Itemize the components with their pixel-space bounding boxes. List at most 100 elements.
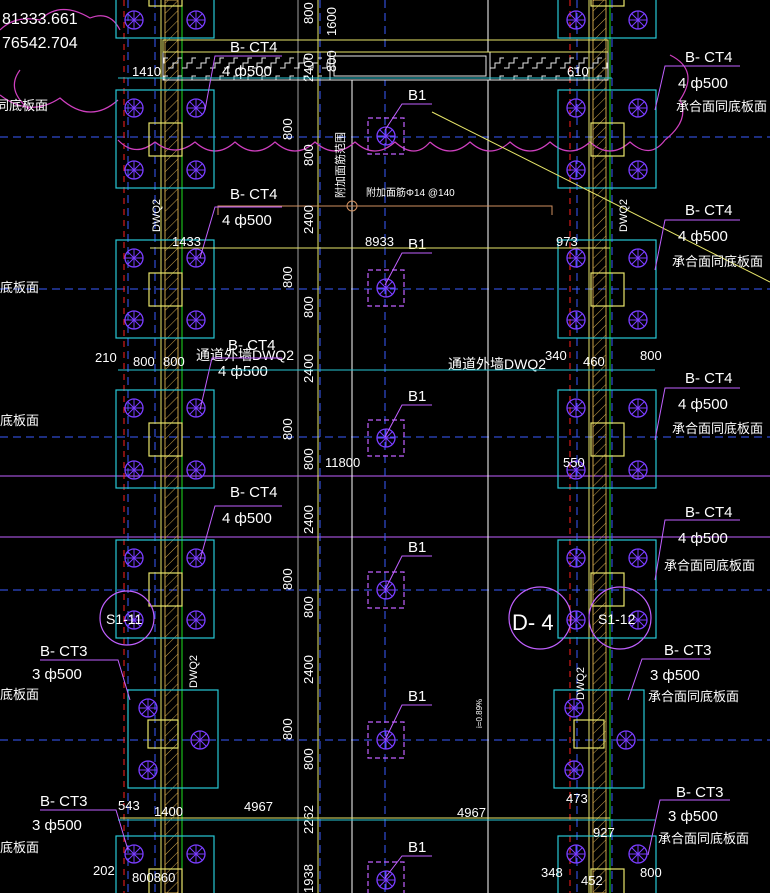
b1-marker	[367, 269, 405, 307]
pile-icon	[628, 248, 648, 268]
pile-icon	[566, 248, 586, 268]
coord-text: 76542.704	[2, 35, 78, 52]
b1-label: B1	[408, 688, 426, 705]
pile-icon	[566, 460, 586, 480]
pile-icon	[186, 160, 206, 180]
svg-text:800: 800	[301, 296, 316, 318]
svg-text:800: 800	[280, 568, 295, 590]
rebar-extent	[217, 200, 553, 215]
pile-cap	[115, 239, 215, 339]
pile-cap	[115, 835, 215, 893]
svg-text:340: 340	[545, 348, 567, 363]
dim-lines	[118, 77, 655, 821]
pile-cap	[115, 89, 215, 189]
svg-text:550: 550	[563, 455, 585, 470]
tag-text: S1-12	[598, 611, 636, 627]
svg-text:4967: 4967	[457, 805, 486, 820]
svg-text:800860: 800860	[132, 870, 175, 885]
svg-text:2400: 2400	[301, 354, 316, 383]
pile-icon	[564, 698, 584, 718]
svg-text:348: 348	[541, 865, 563, 880]
pile-icon	[124, 98, 144, 118]
svg-text:927: 927	[593, 825, 615, 840]
coord-text: 81333.661	[2, 11, 78, 28]
svg-text:800: 800	[640, 865, 662, 880]
pile-icon	[376, 580, 396, 600]
pile-cap	[557, 0, 657, 39]
pile-icon	[124, 248, 144, 268]
pile-spec: 3 ф500	[32, 666, 82, 683]
svg-text:2400: 2400	[301, 655, 316, 684]
pile-icon	[566, 160, 586, 180]
svg-text:800: 800	[133, 354, 155, 369]
pile-icon	[616, 730, 636, 750]
svg-text:800: 800	[280, 718, 295, 740]
leaders	[40, 55, 740, 879]
svg-text:973: 973	[556, 234, 578, 249]
pile-icon	[124, 460, 144, 480]
pile-icon	[564, 760, 584, 780]
pile-icon	[628, 160, 648, 180]
cap-label: B- CT3	[676, 784, 724, 801]
pile-icon	[186, 98, 206, 118]
svg-text:1410: 1410	[132, 64, 161, 79]
svg-text:11800: 11800	[325, 455, 360, 470]
svg-text:210: 210	[95, 350, 117, 365]
b1-marker	[367, 419, 405, 457]
pile-icon	[138, 698, 158, 718]
pile-spec: 4 ф500	[678, 530, 728, 547]
note: 承合面同底板面	[676, 99, 767, 114]
wall-tag: DWQ2	[575, 667, 587, 700]
svg-text:1938: 1938	[301, 864, 316, 893]
svg-text:610: 610	[567, 64, 589, 79]
pile-icon	[124, 398, 144, 418]
wall-tag: DWQ2	[618, 199, 630, 232]
cap-label: B- CT3	[40, 793, 88, 810]
pile-icon	[124, 844, 144, 864]
pile-icon	[124, 610, 144, 630]
pile-spec: 4 ф500	[678, 396, 728, 413]
cap-label: B- CT4	[230, 39, 278, 56]
wall-tag: DWQ2	[151, 199, 163, 232]
pile-icon	[138, 760, 158, 780]
pile-icon	[628, 98, 648, 118]
svg-text:1400: 1400	[154, 804, 183, 819]
svg-text:4967: 4967	[244, 799, 273, 814]
pile-icon	[566, 10, 586, 30]
b1-marker	[367, 571, 405, 609]
tag-text: S1-11	[106, 611, 143, 627]
note: 承合面同底板面	[672, 421, 763, 436]
b1-marker	[367, 117, 405, 155]
pile-icon	[566, 610, 586, 630]
pile-icon	[186, 310, 206, 330]
svg-text:800: 800	[301, 748, 316, 770]
cap-label: B- CT4	[685, 504, 733, 521]
svg-text:452: 452	[581, 873, 603, 888]
pile-spec: 4 ф500	[678, 75, 728, 92]
b1-label: B1	[408, 87, 426, 104]
wall-label: 通道外墙DWQ2	[196, 347, 294, 363]
pile-icon	[376, 428, 396, 448]
note: 承合面同底板面	[648, 689, 739, 704]
pile-icon	[186, 460, 206, 480]
b1-markers	[367, 117, 405, 893]
walls	[160, 0, 611, 893]
pile-spec: 4 ф500	[678, 228, 728, 245]
b1-marker	[367, 721, 405, 759]
pile-icon	[186, 548, 206, 568]
stair-strip	[162, 39, 609, 81]
note: 底板面	[0, 413, 39, 428]
svg-text:800: 800	[280, 266, 295, 288]
svg-text:543: 543	[118, 798, 140, 813]
pile-icon	[124, 548, 144, 568]
dim-lines-yellow	[120, 247, 610, 819]
pile-icon	[186, 10, 206, 30]
cap-label: B- CT4	[685, 370, 733, 387]
pile-spec: 3 ф500	[668, 808, 718, 825]
cap-label: B- CT3	[664, 642, 712, 659]
pile-spec: 4 ф500	[218, 363, 268, 380]
svg-text:202: 202	[93, 863, 115, 878]
svg-text:800: 800	[324, 50, 339, 72]
pile-caps	[115, 0, 657, 893]
